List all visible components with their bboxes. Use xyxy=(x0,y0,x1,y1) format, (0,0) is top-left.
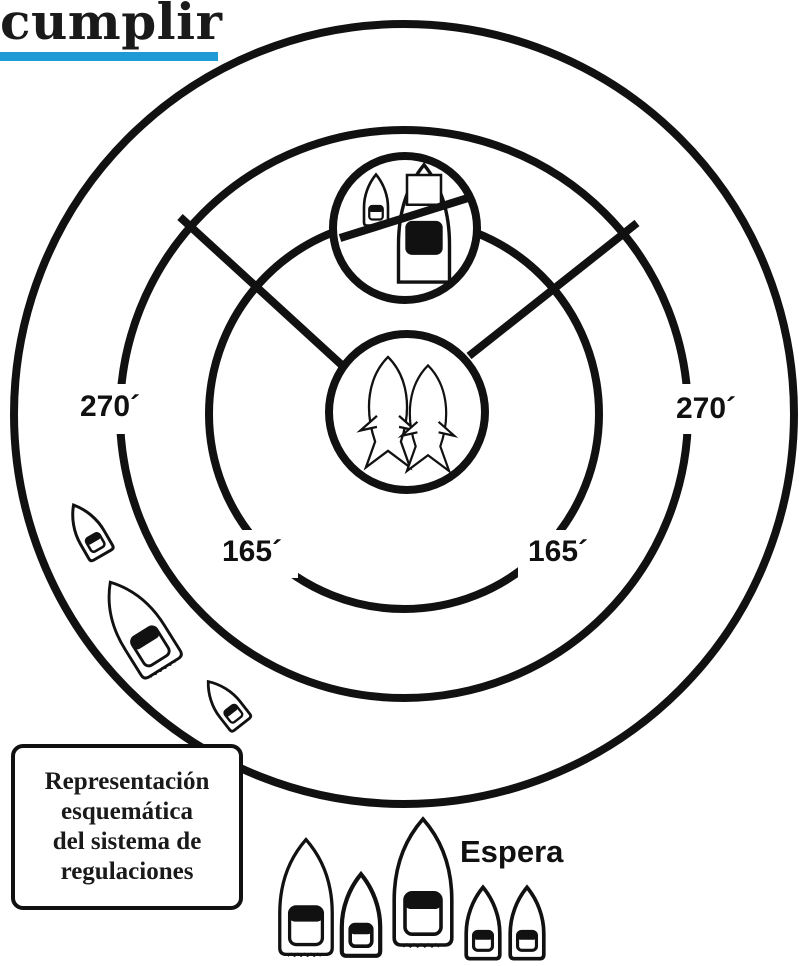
outer-zone-label-right: 270´ xyxy=(676,392,736,426)
inner-zone-label-left: 165´ xyxy=(222,535,282,569)
page-heading: cumplir xyxy=(0,0,223,51)
waiting-boat-icon xyxy=(466,887,500,958)
heading-underline xyxy=(0,52,218,61)
waiting-label: Espera xyxy=(460,834,563,870)
boat-icon xyxy=(198,674,252,733)
boat-icon xyxy=(62,498,114,562)
legend-line: del sistema de xyxy=(53,827,202,857)
waiting-boat-icon xyxy=(342,874,380,956)
legend-line: esquemática xyxy=(61,797,193,827)
waiting-boat-icon xyxy=(394,819,452,947)
inner-zone-label-right: 165´ xyxy=(528,535,588,569)
outer-zone-label-left: 270´ xyxy=(80,390,140,424)
legend-box: Representación esquemática del sistema d… xyxy=(11,744,243,910)
fish-icon xyxy=(329,334,485,490)
legend-line: regulaciones xyxy=(61,857,194,887)
no-boats-icon xyxy=(333,156,477,300)
legend-line: Representación xyxy=(45,767,210,797)
waiting-boat-icon xyxy=(280,840,332,956)
waiting-boat-icon xyxy=(510,887,544,958)
